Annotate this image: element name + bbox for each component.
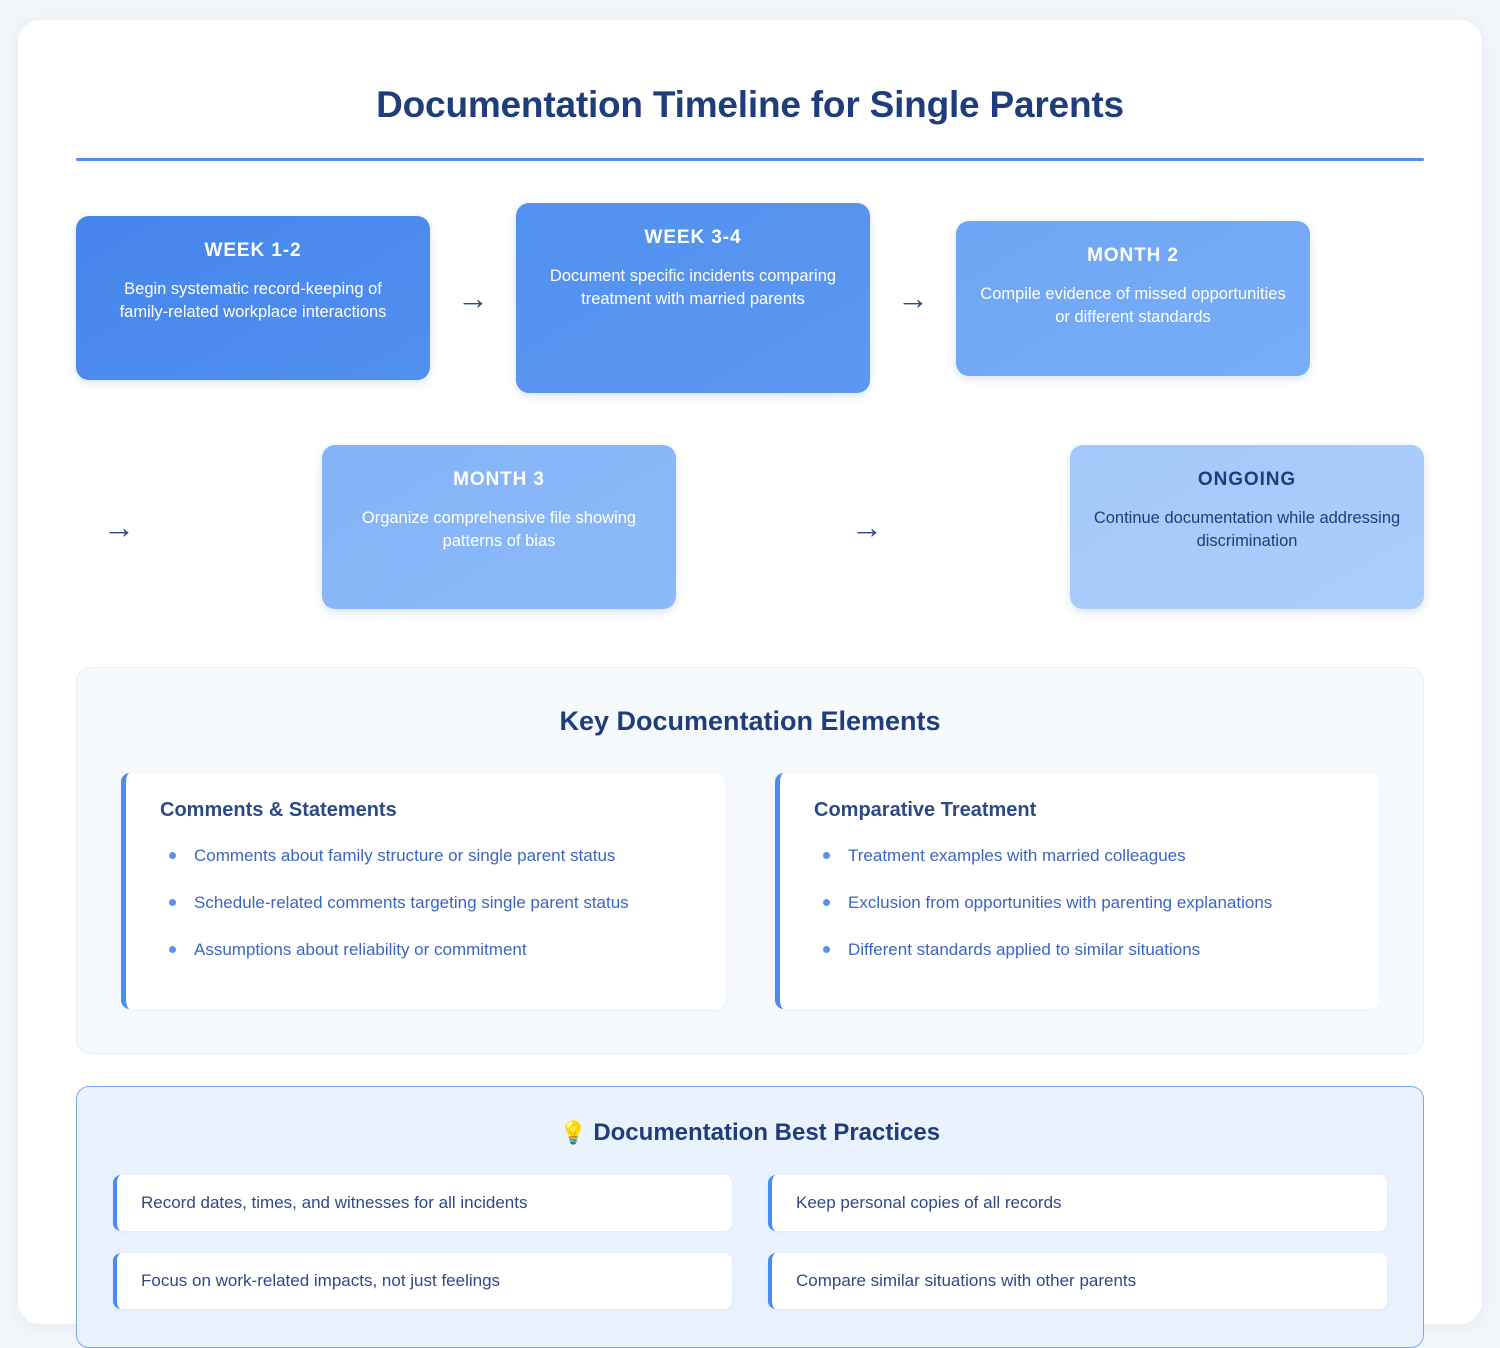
key-card-comparative-treatment: Comparative Treatment Treatment examples… bbox=[775, 773, 1379, 1009]
best-practice-item: Compare similar situations with other pa… bbox=[768, 1253, 1387, 1309]
best-practice-item: Record dates, times, and witnesses for a… bbox=[113, 1175, 732, 1231]
timeline-row-2: → MONTH 3 Organize comprehensive file sh… bbox=[76, 445, 1424, 609]
list-item: Comments about family structure or singl… bbox=[160, 844, 695, 868]
best-practice-item: Focus on work-related impacts, not just … bbox=[113, 1253, 732, 1309]
key-documentation-elements-panel: Key Documentation Elements Comments & St… bbox=[76, 667, 1424, 1054]
list-item-text: Comments about family structure or singl… bbox=[194, 846, 616, 865]
key-card-list: Comments about family structure or singl… bbox=[160, 844, 695, 961]
timeline-card-description: Document specific incidents comparing tr… bbox=[549, 267, 837, 309]
timeline-card-week-3-4[interactable]: WEEK 3-4 Document specific incidents com… bbox=[516, 203, 870, 393]
bullet-dot-icon bbox=[169, 898, 176, 906]
timeline-card-description: Continue documentation while addressing … bbox=[1093, 509, 1401, 551]
timeline-card-ongoing[interactable]: ONGOING Continue documentation while add… bbox=[1070, 445, 1424, 609]
timeline-row-1: WEEK 1-2 Begin systematic record-keeping… bbox=[76, 203, 1424, 393]
arrow-right-icon: → bbox=[897, 280, 929, 316]
key-elements-title: Key Documentation Elements bbox=[559, 706, 941, 736]
timeline-card-label: ONGOING bbox=[1197, 469, 1297, 490]
best-practices-grid: Record dates, times, and witnesses for a… bbox=[113, 1175, 1387, 1309]
list-item: Exclusion from opportunities with parent… bbox=[814, 891, 1349, 915]
infographic-page: Documentation Timeline for Single Parent… bbox=[18, 20, 1482, 1348]
timeline-card-label: MONTH 2 bbox=[1087, 244, 1179, 266]
arrow-right-icon: → bbox=[851, 509, 883, 545]
title-divider bbox=[76, 158, 1424, 161]
timeline-card-description: Begin systematic record-keeping of famil… bbox=[119, 280, 387, 322]
list-item: Assumptions about reliability or commitm… bbox=[160, 938, 695, 962]
timeline-card-month-3[interactable]: MONTH 3 Organize comprehensive file show… bbox=[322, 445, 676, 609]
timeline-card-description: Organize comprehensive file showing patt… bbox=[361, 509, 637, 551]
bullet-dot-icon bbox=[823, 945, 830, 953]
list-item-text: Assumptions about reliability or commitm… bbox=[194, 939, 527, 959]
key-elements-grid: Comments & Statements Comments about fam… bbox=[121, 773, 1379, 1009]
key-card-comments-statements: Comments & Statements Comments about fam… bbox=[121, 773, 725, 1009]
list-item-text: Treatment examples with married colleagu… bbox=[848, 846, 1186, 865]
best-practices-title: 💡Documentation Best Practices bbox=[113, 1119, 1387, 1147]
best-practices-title-text: Documentation Best Practices bbox=[593, 1119, 941, 1146]
lightbulb-icon: 💡 bbox=[559, 1120, 588, 1145]
bullet-dot-icon bbox=[169, 945, 176, 953]
bullet-dot-icon bbox=[823, 852, 830, 859]
best-practices-panel: 💡Documentation Best Practices Record dat… bbox=[76, 1086, 1424, 1348]
bullet-dot-icon bbox=[823, 898, 830, 906]
key-card-list: Treatment examples with married colleagu… bbox=[814, 844, 1349, 961]
key-card-heading: Comparative Treatment bbox=[814, 799, 1037, 821]
timeline-card-description: Compile evidence of missed opportunities… bbox=[980, 284, 1286, 326]
list-item-text: Different standards applied to similar s… bbox=[848, 939, 1201, 959]
list-item-text: Exclusion from opportunities with parent… bbox=[848, 892, 1273, 912]
timeline-card-week-1-2[interactable]: WEEK 1-2 Begin systematic record-keeping… bbox=[76, 216, 430, 380]
best-practice-item: Keep personal copies of all records bbox=[768, 1175, 1387, 1231]
list-item: Different standards applied to similar s… bbox=[814, 938, 1349, 962]
list-item: Treatment examples with married colleagu… bbox=[814, 844, 1349, 868]
timeline-card-label: WEEK 1-2 bbox=[204, 240, 302, 261]
bullet-dot-icon bbox=[169, 852, 176, 859]
list-item-text: Schedule-related comments targeting sing… bbox=[194, 892, 629, 912]
timeline: WEEK 1-2 Begin systematic record-keeping… bbox=[76, 203, 1424, 609]
key-card-heading: Comments & Statements bbox=[160, 799, 397, 821]
timeline-card-label: WEEK 3-4 bbox=[644, 227, 742, 248]
timeline-card-month-2[interactable]: MONTH 2 Compile evidence of missed oppor… bbox=[956, 220, 1310, 376]
timeline-card-label: MONTH 3 bbox=[453, 469, 545, 490]
list-item: Schedule-related comments targeting sing… bbox=[160, 891, 695, 915]
page-title: Documentation Timeline for Single Parent… bbox=[376, 84, 1124, 125]
arrow-right-icon: → bbox=[457, 280, 489, 316]
arrow-right-icon: → bbox=[103, 509, 135, 545]
